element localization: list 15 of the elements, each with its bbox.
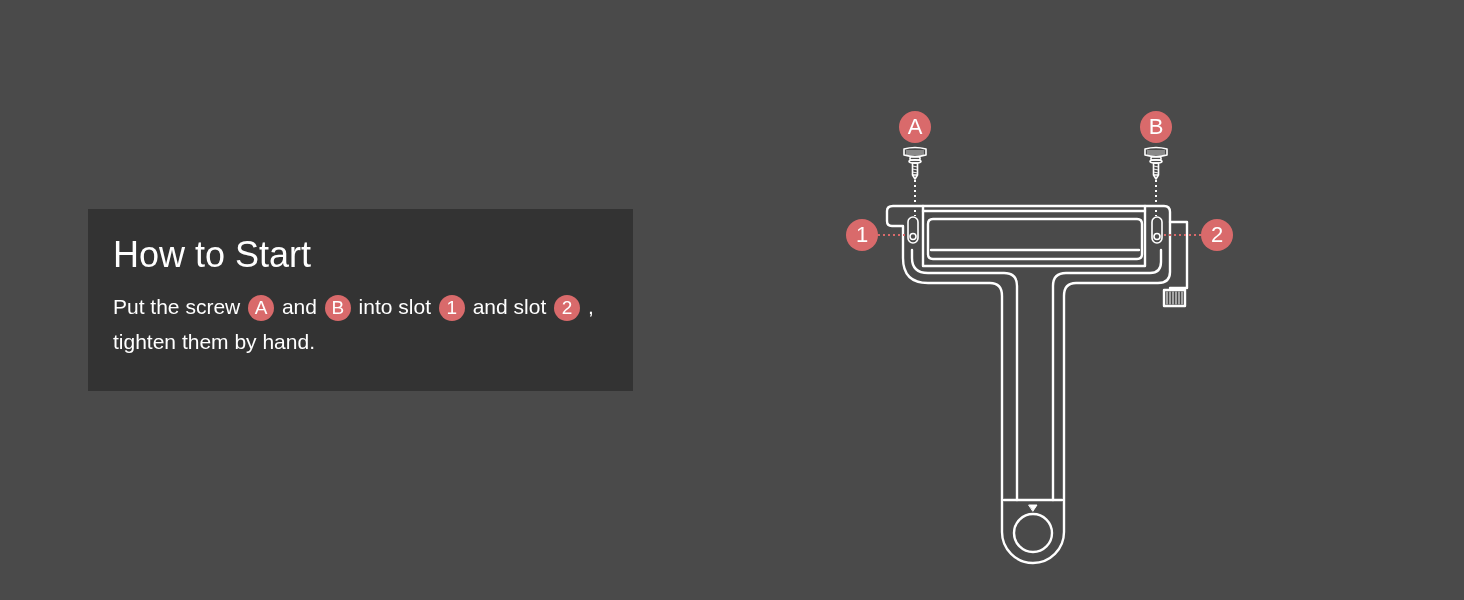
instruction-card <box>88 209 633 391</box>
screw-slot <box>1151 216 1163 244</box>
insertion-line <box>1155 179 1157 217</box>
screw-slot <box>907 216 919 244</box>
screw-icon <box>1142 146 1170 180</box>
insertion-line <box>914 179 916 217</box>
heading: How to Start <box>113 235 312 275</box>
callout-letter: A <box>899 111 931 143</box>
instruction-text: Put the screw A and B into slot 1 and slot 2 , tighten them by hand. <box>113 294 595 355</box>
callout-letter: B <box>1140 111 1172 143</box>
leader-line <box>1162 234 1202 236</box>
callout-number: 1 <box>846 219 878 251</box>
leader-line <box>877 234 908 236</box>
screw-icon <box>901 146 929 180</box>
callout-number: 2 <box>1201 219 1233 251</box>
